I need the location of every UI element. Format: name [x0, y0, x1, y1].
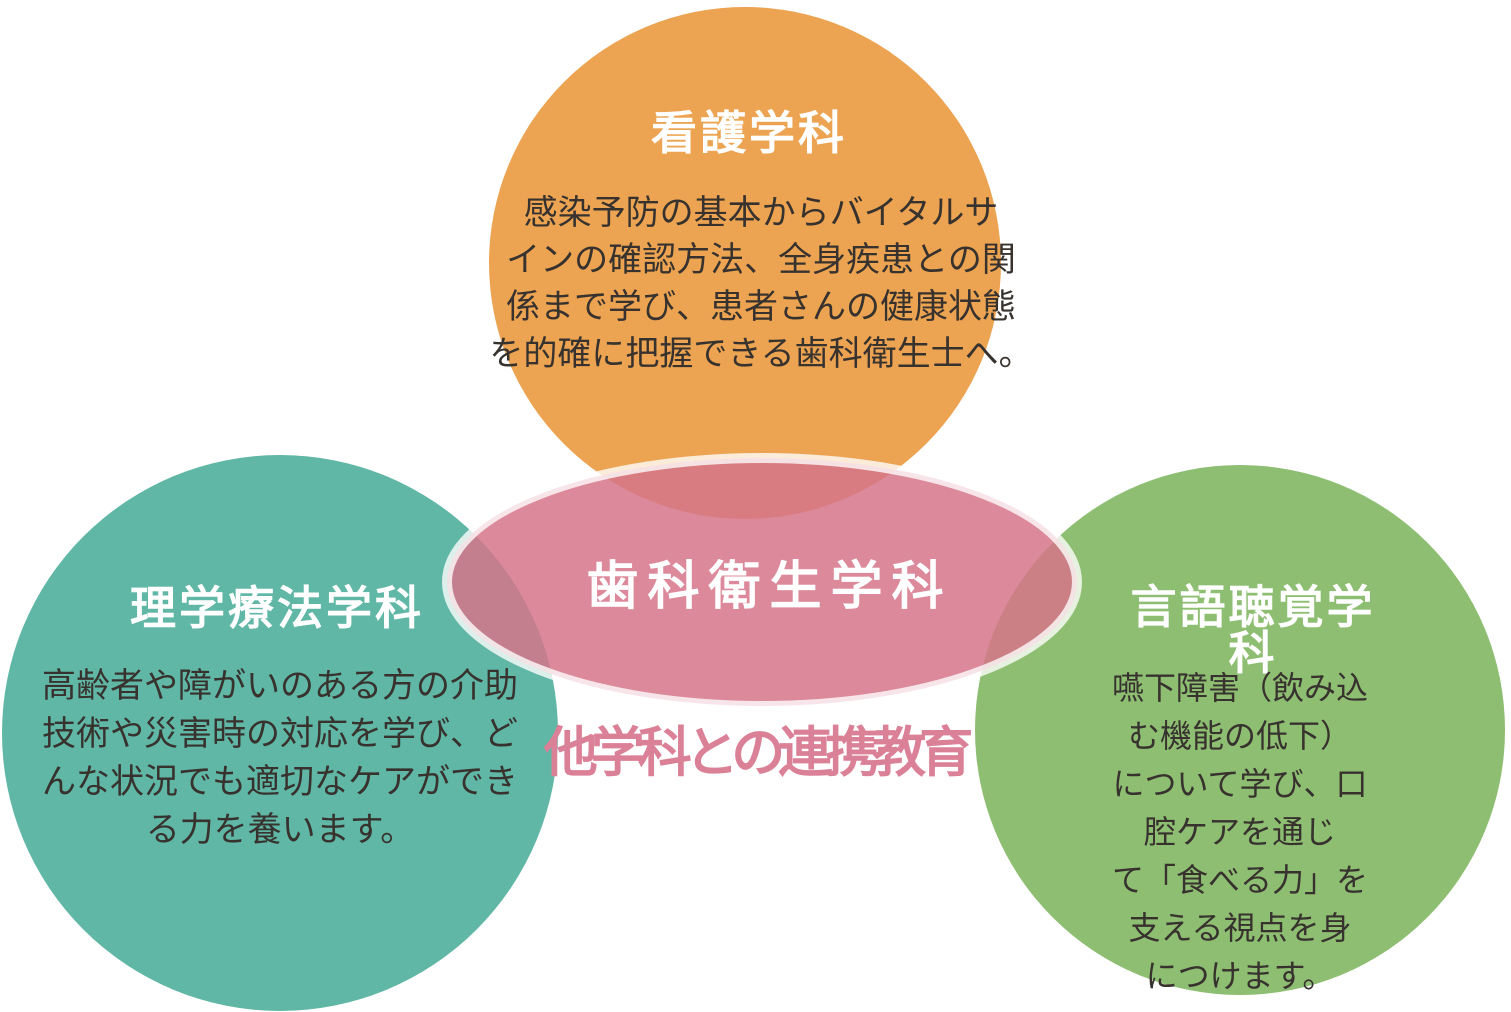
dental-hygiene-ellipse	[442, 453, 1082, 711]
speech-hearing-title: 言語聴覚学科	[1130, 581, 1376, 679]
physical-therapy-circle	[2, 455, 558, 1011]
speech-hearing-circle	[975, 465, 1505, 995]
physical-therapy-title: 理学療法学科	[130, 582, 424, 634]
nursing-circle	[489, 7, 1001, 519]
nursing-description: 感染予防の基本からバイタルサ インの確認方法、全身疾患との関 係まで学び、患者さ…	[489, 194, 1033, 373]
collaboration-subtitle: 他学科との連携教育	[543, 723, 973, 783]
speech-hearing-description: 嚥下障害（飲み込む機能の低下） について学び、口腔ケアを通じ て「食べる力」を支…	[1111, 670, 1368, 994]
dental-hygiene-title: 歯科衛生学科	[586, 558, 953, 616]
physical-therapy-description: 高齢者や障がいのある方の介助 技術や災害時の対応を学び、ど んな状況でも適切なケ…	[42, 667, 518, 849]
nursing-title: 看護学科	[651, 107, 847, 159]
